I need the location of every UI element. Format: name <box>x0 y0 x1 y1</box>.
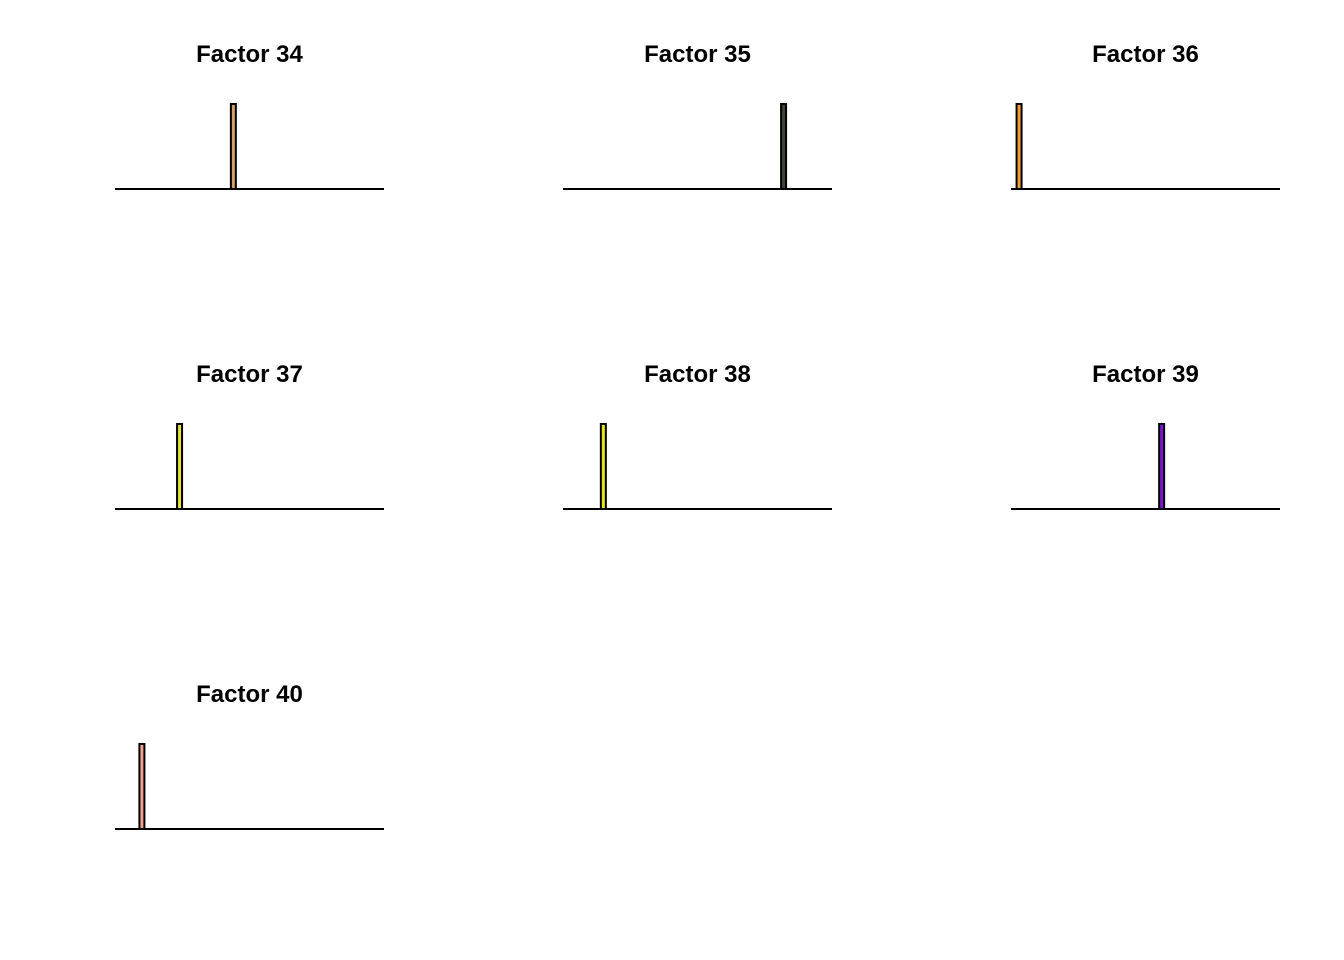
panel-title: Factor 36 <box>1092 41 1199 68</box>
chart-panel: Factor 39 <box>1011 361 1280 510</box>
panel-title: Factor 34 <box>196 41 303 68</box>
panel-title: Factor 37 <box>196 361 303 388</box>
bar <box>176 423 184 510</box>
chart-panel: Factor 38 <box>563 361 832 510</box>
chart-panel: Factor 36 <box>1011 41 1280 190</box>
bar <box>229 103 237 190</box>
chart-panel: Factor 34 <box>115 41 384 190</box>
chart-panel: Factor 35 <box>563 41 832 190</box>
panel-title: Factor 35 <box>644 41 751 68</box>
bar <box>780 103 788 190</box>
chart-panel: Factor 40 <box>115 681 384 830</box>
bar <box>138 743 146 830</box>
panel-title: Factor 40 <box>196 681 303 708</box>
bar <box>1158 423 1166 510</box>
bar <box>1015 103 1023 190</box>
chart-panel: Factor 37 <box>115 361 384 510</box>
panel-title: Factor 38 <box>644 361 751 388</box>
panel-title: Factor 39 <box>1092 361 1199 388</box>
bar <box>599 423 607 510</box>
